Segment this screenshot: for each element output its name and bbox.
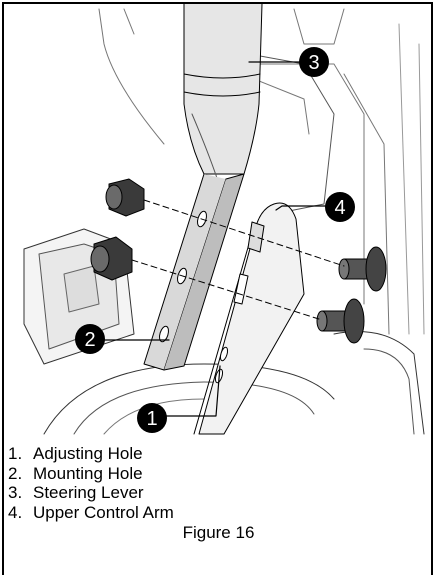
callout-2: 2 <box>75 324 105 354</box>
legend-item-number: 3. <box>8 483 23 502</box>
legend-item-label: Upper Control Arm <box>33 502 174 522</box>
figure-frame <box>2 2 433 575</box>
legend-item-label: Steering Lever <box>33 483 144 502</box>
parts-legend: 1. Adjusting Hole 2. Mounting Hole 3. St… <box>8 444 428 522</box>
figure-caption: Figure 16 <box>182 523 255 542</box>
callout-2-label: 2 <box>84 329 95 351</box>
legend-item-label: Mounting Hole <box>33 463 143 483</box>
legend-item-label: Adjusting Hole <box>33 444 143 463</box>
legend-item: 3. Steering Lever <box>8 483 428 503</box>
legend-item-number: 2. <box>8 463 23 483</box>
callout-4: 4 <box>325 192 355 222</box>
legend-item-number: 4. <box>8 502 23 522</box>
callout-3: 3 <box>299 47 329 77</box>
legend-item: 4. Upper Control Arm <box>8 503 428 523</box>
legend-item-number: 1. <box>8 444 23 463</box>
legend-item: 2. Mounting Hole <box>8 464 428 484</box>
legend-item: 1. Adjusting Hole <box>8 444 428 464</box>
callout-1: 1 <box>137 403 167 433</box>
steering-lever-illustration: 1 2 3 4 <box>23 4 425 435</box>
callout-3-label: 3 <box>308 52 319 74</box>
callout-1-label: 1 <box>146 408 157 430</box>
callout-4-label: 4 <box>334 197 345 219</box>
